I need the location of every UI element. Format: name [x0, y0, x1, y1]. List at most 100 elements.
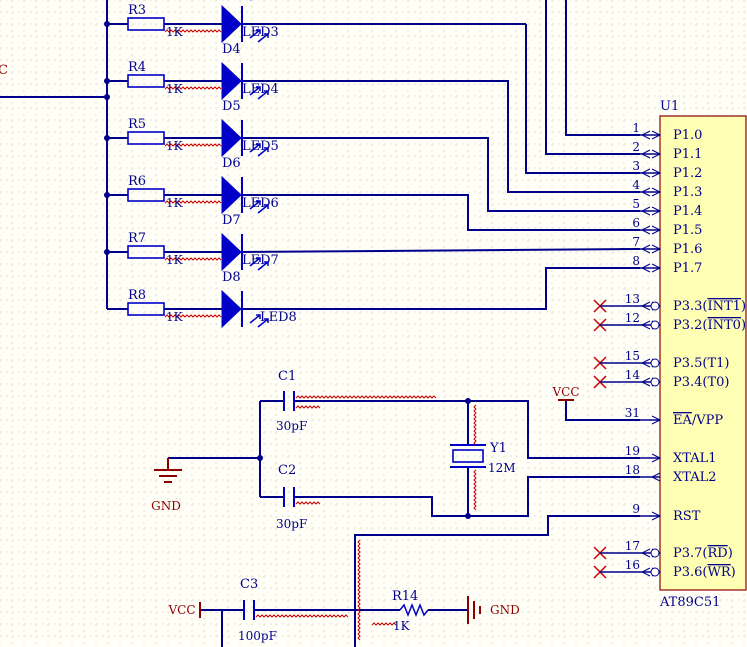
led-emission-arrows [249, 29, 269, 43]
pin-name-prefix: P3.7( [673, 546, 708, 561]
pin-name-label: P1.7 [673, 261, 702, 276]
chip-body [659, 115, 747, 591]
crystal-ref-label: Y1 [489, 441, 507, 456]
led-emission-arrows [249, 257, 269, 271]
junction-dot [465, 513, 471, 519]
resistor-ref-label: R7 [128, 231, 146, 246]
resistor-value-label: 1K [166, 139, 184, 153]
pin-name-label: P1.6 [673, 242, 702, 257]
led-symbol [221, 61, 242, 101]
led-symbol [221, 289, 242, 329]
pin-bubble [650, 567, 660, 577]
trace-squiggle [255, 614, 349, 618]
resistor-ref-label: R8 [128, 288, 146, 303]
resistor-ref-label: R3 [128, 3, 146, 18]
pin-name-label: P3.4(T0) [673, 375, 730, 390]
led8-wire [242, 267, 640, 310]
xtal2-wire [294, 476, 640, 517]
trace-squiggle [164, 86, 222, 90]
pin-name-prefix: P3.2( [673, 318, 708, 333]
pin-name-label: P3.2(INT0) [673, 318, 746, 333]
pin-name-suffix: ) [728, 546, 733, 561]
pin-name-label: P1.2 [673, 166, 702, 181]
rst-wire [354, 515, 640, 647]
diode-ref-label: D8 [222, 270, 241, 285]
pin-number-label: 7 [632, 235, 640, 249]
pin-io-arrow [640, 149, 662, 159]
p10-wire [565, 0, 640, 136]
pin-bubble [650, 301, 660, 311]
pin-number-label: 18 [625, 463, 640, 477]
resistor-body [127, 245, 165, 259]
trace-squiggle [295, 395, 437, 399]
trace-squiggle [164, 200, 222, 204]
pin-bubble [650, 377, 660, 387]
led6-wire [242, 194, 640, 231]
ea-vcc-wire [565, 400, 640, 421]
pin-name-label: P3.6(WR) [673, 565, 736, 580]
trace-squiggle [164, 143, 222, 147]
trace-squiggle [295, 405, 321, 409]
trace-squiggle [357, 539, 361, 641]
led-name-label: LED7 [242, 253, 279, 268]
trace-squiggle [473, 469, 477, 511]
resistor-ref-label: R4 [128, 60, 146, 75]
pin-name-label: P1.3 [673, 185, 702, 200]
crystal-body [452, 449, 484, 463]
diode-ref-label: D4 [222, 42, 241, 57]
pin-io-arrow [640, 206, 662, 216]
pin-number-label: 8 [632, 254, 640, 268]
led-name-label: LED5 [242, 139, 279, 154]
pin-number-label: 9 [632, 502, 640, 516]
vcc-ea-label: VCC [551, 385, 579, 399]
led-symbol [221, 175, 242, 215]
pin-bubble [650, 548, 660, 558]
pin-number-label: 3 [632, 159, 640, 173]
vcc-c3-label: VCC [167, 603, 195, 617]
resistor-body [127, 302, 165, 316]
r14-ref-label: R14 [392, 589, 418, 604]
chip-ref-label: U1 [660, 99, 679, 114]
pin-bubble [650, 320, 660, 330]
led-name-label: LED6 [242, 196, 279, 211]
trace-squiggle [295, 501, 321, 505]
pin-name-label: P3.5(T1) [673, 356, 730, 371]
pin-number-label: 14 [625, 368, 641, 382]
c2-value-label: 30pF [276, 517, 307, 531]
led-symbol [221, 4, 242, 44]
led-name-label: LED8 [260, 310, 297, 325]
pin-number-label: 1 [632, 121, 640, 135]
pin-in-arrow [651, 415, 662, 425]
resistor-body [127, 74, 165, 88]
gnd-reset-label: GND [490, 603, 520, 617]
components [127, 0, 747, 641]
pin-number-label: 17 [625, 539, 640, 553]
pin-io-arrow [640, 244, 662, 254]
led-emission-arrows [249, 200, 269, 214]
pin-name-suffix: /VPP [692, 413, 724, 428]
pin-name-overbar: INT0 [708, 318, 741, 333]
pin-name-prefix: P3.6( [673, 565, 708, 580]
ground-symbol [154, 458, 182, 483]
resistor-body [127, 188, 165, 202]
led4-wire [242, 80, 640, 193]
junction-dot [465, 398, 471, 404]
resistor-body [127, 17, 165, 31]
vcc-left-fragment-label: C [0, 63, 8, 78]
trace-squiggle [473, 404, 477, 446]
diode-ref-label: D7 [222, 213, 241, 228]
p12-wire [525, 24, 640, 174]
led-emission-arrows [249, 86, 269, 100]
pin-out-arrow [650, 472, 661, 482]
diode-ref-label: D6 [222, 156, 241, 171]
pin-name-label: P1.5 [673, 223, 702, 238]
resistor-value-label: 1K [166, 310, 184, 324]
resistor-ref-label: R5 [128, 117, 146, 132]
pin-name-label: P3.3(INT1) [673, 299, 746, 314]
pin-name-label: P3.7(RD) [673, 546, 733, 561]
c3-value-label: 100pF [238, 629, 277, 643]
resistor-value-label: 1K [166, 25, 184, 39]
trace-squiggle [371, 622, 397, 626]
